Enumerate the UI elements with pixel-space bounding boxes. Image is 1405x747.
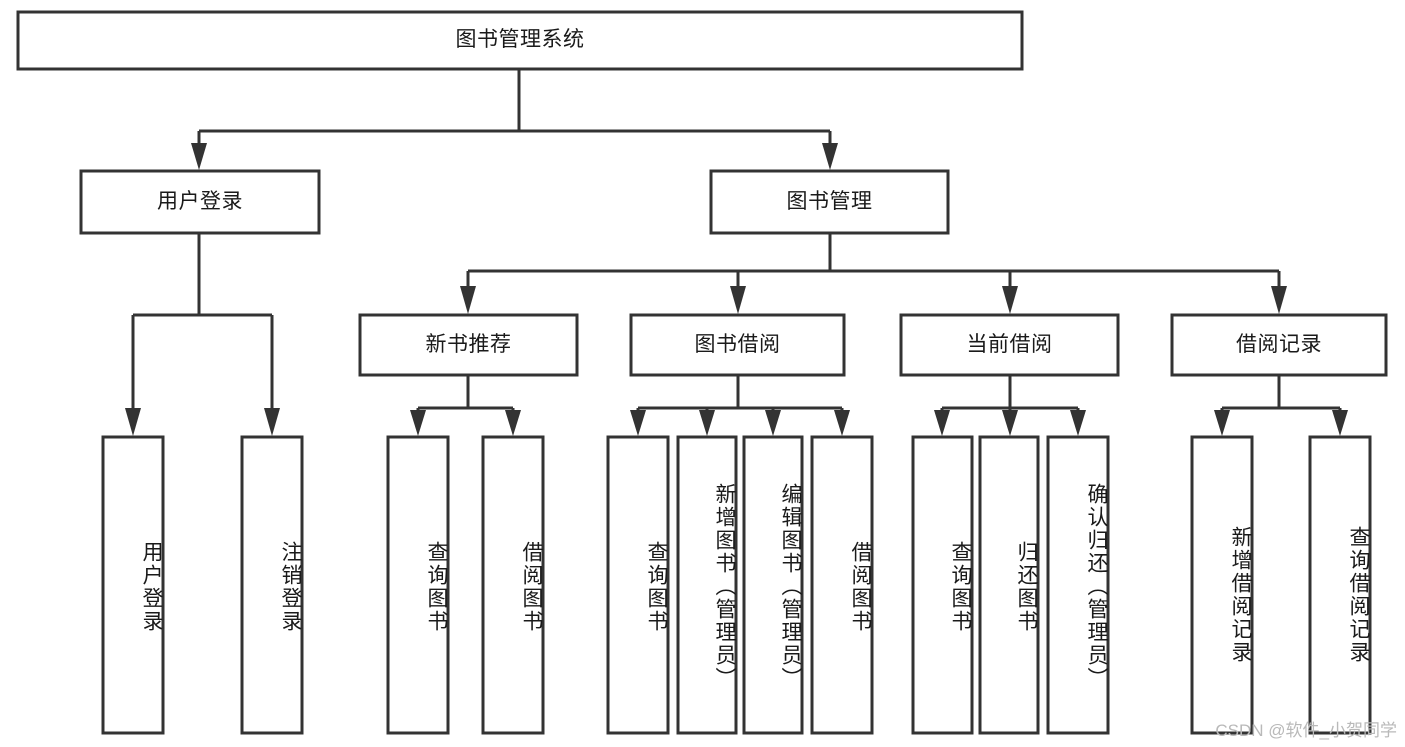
- node-box-book-borrow[interactable]: [629, 313, 846, 377]
- node-box-user-login[interactable]: [79, 169, 321, 235]
- arrow-head-leaf-add-book: [699, 410, 715, 436]
- arrow-head-leaf-return-book: [1002, 410, 1018, 436]
- node-box-leaf-query-borrow-record[interactable]: [1308, 435, 1372, 735]
- arrow-head-leaf-user-logout: [264, 408, 280, 436]
- node-box-leaf-borrow-book-1[interactable]: [481, 435, 545, 735]
- node-box-leaf-return-book[interactable]: [978, 435, 1040, 735]
- arrow-head-leaf-query-book-1: [410, 410, 426, 436]
- node-box-leaf-add-borrow-record[interactable]: [1190, 435, 1254, 735]
- arrow-head-leaf-borrow-book-1: [505, 410, 521, 436]
- node-box-book-manage[interactable]: [709, 169, 950, 235]
- node-box-current-borrow[interactable]: [899, 313, 1120, 377]
- node-box-leaf-user-logout[interactable]: [240, 435, 304, 735]
- node-box-leaf-edit-book[interactable]: [742, 435, 804, 735]
- node-box-leaf-query-book-3[interactable]: [911, 435, 974, 735]
- arrow-head-leaf-query-book-3: [934, 410, 950, 436]
- arrow-head-leaf-confirm-return: [1070, 410, 1086, 436]
- node-box-leaf-user-login[interactable]: [101, 435, 165, 735]
- node-box-root[interactable]: [16, 10, 1024, 71]
- arrow-head-leaf-add-borrow-record: [1214, 410, 1230, 436]
- arrow-head-borrow-record: [1271, 286, 1287, 314]
- arrow-head-book-manage: [822, 143, 838, 170]
- node-box-leaf-query-book-1[interactable]: [386, 435, 450, 735]
- watermark-text: CSDN @软件_小贺同学: [1215, 721, 1397, 740]
- node-box-leaf-add-book[interactable]: [676, 435, 738, 735]
- node-box-borrow-record[interactable]: [1170, 313, 1388, 377]
- arrow-head-user-login: [191, 143, 207, 170]
- node-box-leaf-query-book-2[interactable]: [606, 435, 670, 735]
- arrow-head-leaf-borrow-book-2: [834, 410, 850, 436]
- node-box-leaf-confirm-return[interactable]: [1046, 435, 1110, 735]
- arrow-head-new-book-recommend: [460, 286, 476, 314]
- arrow-head-book-borrow: [730, 286, 746, 314]
- arrow-head-leaf-query-book-2: [630, 410, 646, 436]
- node-box-leaf-borrow-book-2[interactable]: [810, 435, 874, 735]
- arrow-head-current-borrow: [1002, 286, 1018, 314]
- arrow-head-leaf-query-borrow-record: [1332, 410, 1348, 436]
- arrow-head-leaf-user-login: [125, 408, 141, 436]
- arrow-head-leaf-edit-book: [765, 410, 781, 436]
- node-box-new-book-recommend[interactable]: [358, 313, 579, 377]
